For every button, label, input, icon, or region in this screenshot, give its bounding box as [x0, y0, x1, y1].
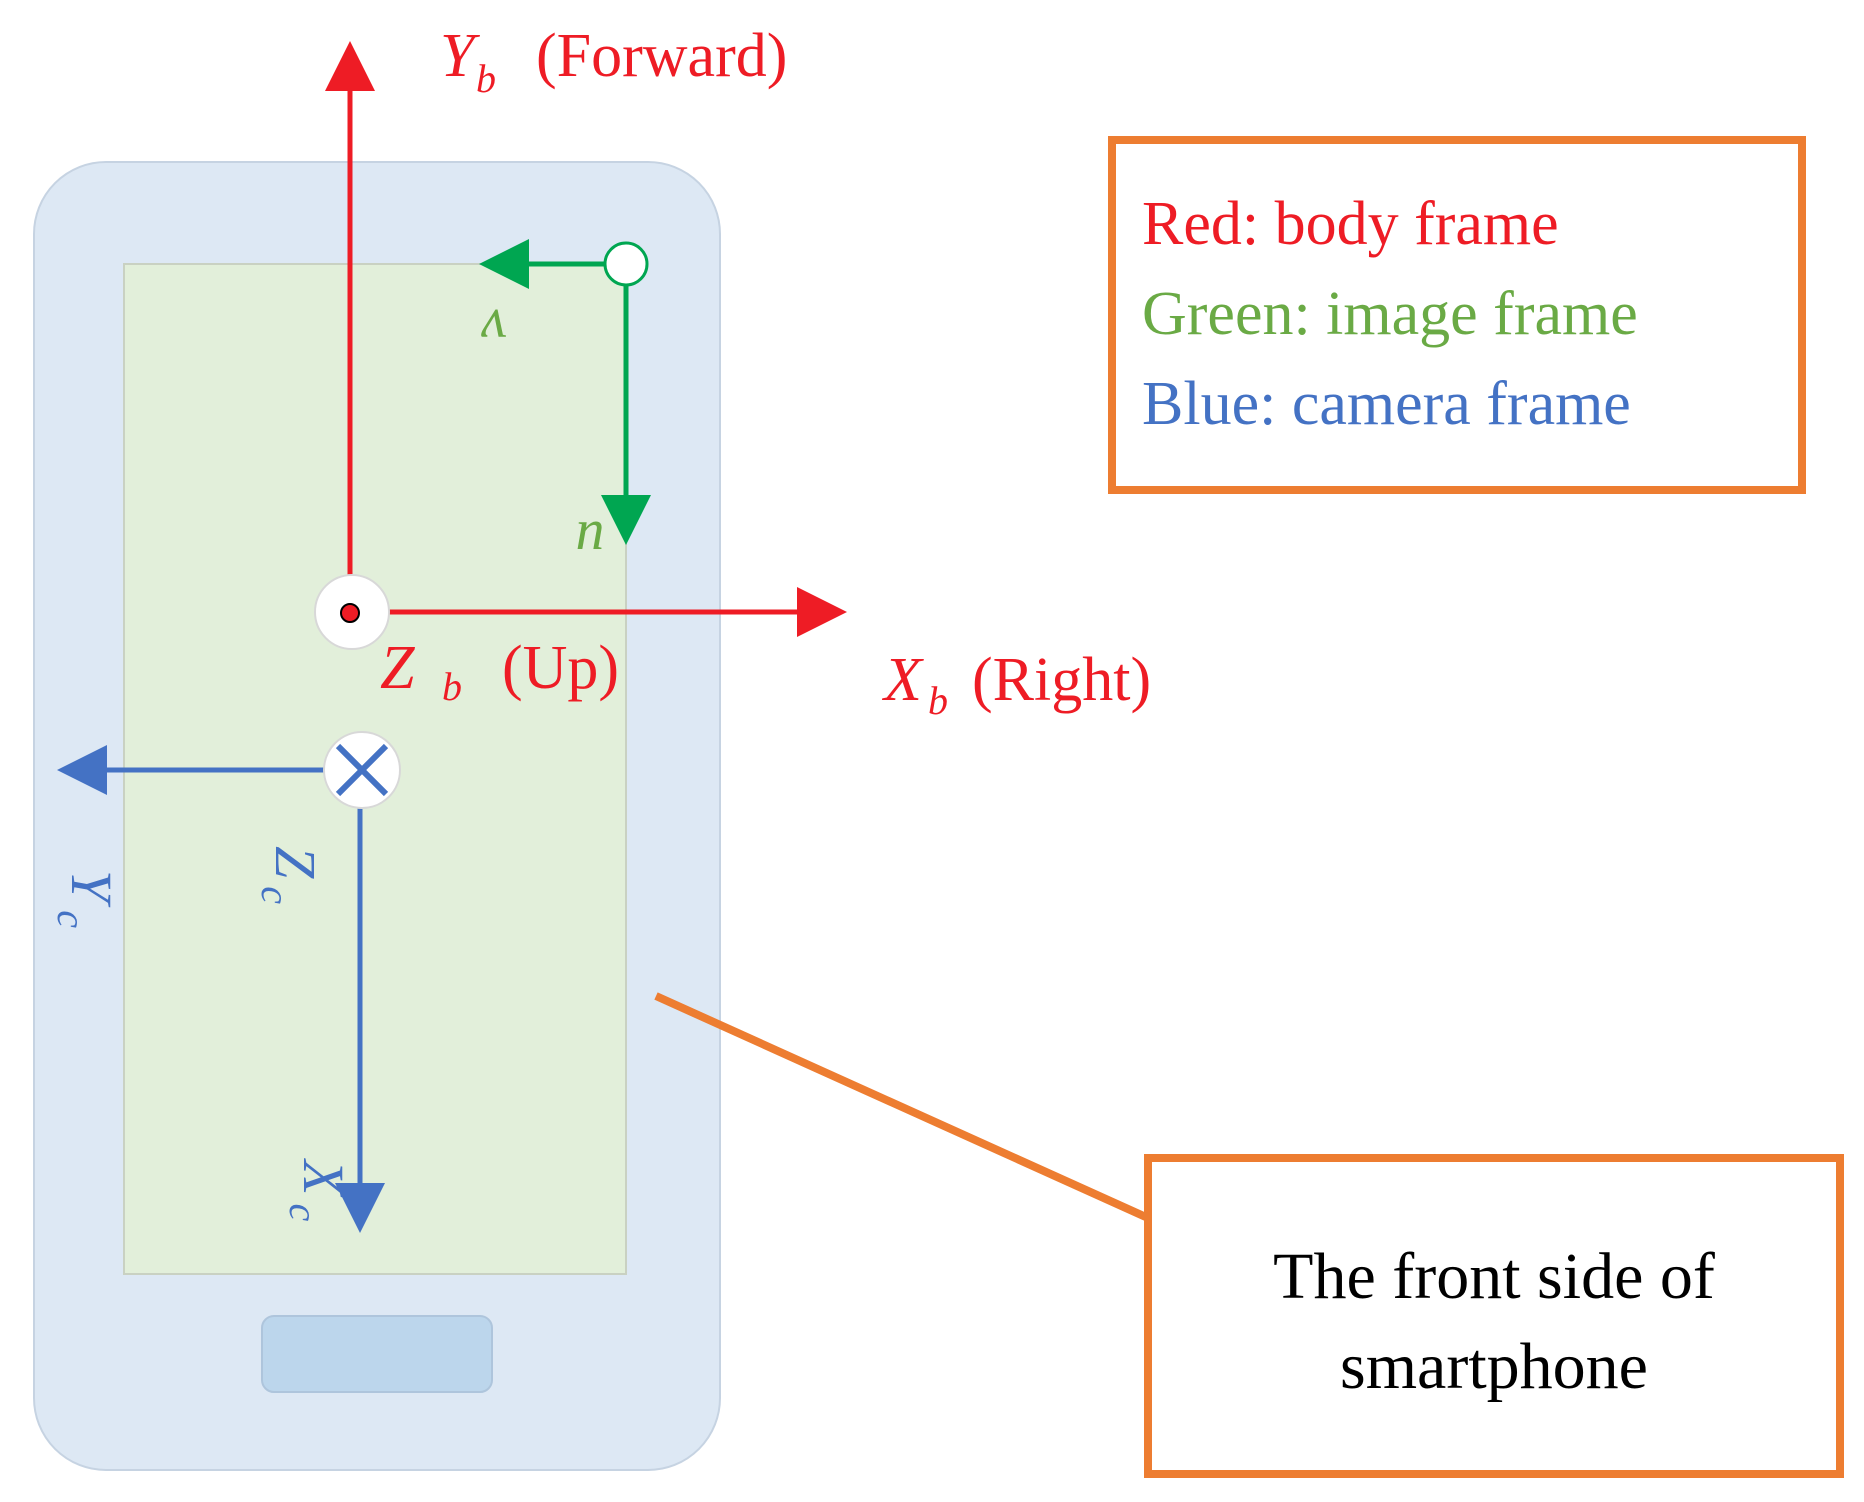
camera-y-axis-label: Yc: [49, 870, 124, 928]
camera-z-axis-into-page-symbol: [323, 731, 401, 809]
camera-x-axis-label: Xc: [281, 1158, 356, 1221]
image-origin: [603, 241, 649, 287]
callout-text-line-2: smartphone: [1340, 1330, 1648, 1403]
legend-green-entry: Green: image frame: [1142, 280, 1638, 348]
body-y-axis-label: Yb(Forward): [440, 22, 787, 101]
phone-home-button: [261, 1315, 493, 1393]
legend-box: [1108, 136, 1806, 494]
callout-text-line-1: The front side of: [1273, 1240, 1715, 1313]
legend-blue-entry: Blue: camera frame: [1142, 370, 1631, 438]
callout-leader-line: [654, 992, 1150, 1222]
body-z-axis-dot: [340, 603, 360, 623]
image-v-label: v: [481, 297, 507, 362]
camera-z-axis-label: Zc: [253, 846, 328, 904]
legend-red-entry: Red: body frame: [1142, 190, 1559, 258]
callout-box: [1144, 1154, 1844, 1478]
image-u-label: u: [576, 509, 605, 574]
